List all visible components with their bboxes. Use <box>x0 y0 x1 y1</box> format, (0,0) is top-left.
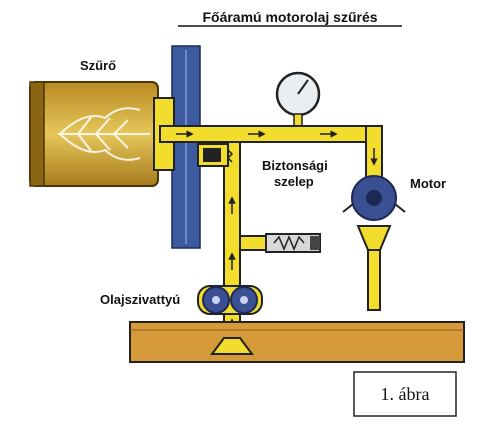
oil-pipes <box>159 125 383 343</box>
pressure-gauge <box>275 71 321 127</box>
motor-label: Motor <box>410 176 446 191</box>
oil-pump <box>197 285 263 315</box>
diagram-title: Főáramú motorolaj szűrés <box>202 9 377 25</box>
safety-valve-label-line2: szelep <box>274 174 314 189</box>
bypass-valve <box>197 143 234 167</box>
figure-label-box <box>353 371 457 417</box>
filter-label: Szűrő <box>80 58 116 73</box>
oil-pump-label: Olajszivattyú <box>100 292 180 307</box>
oil-sump <box>129 321 465 363</box>
motor <box>342 175 406 311</box>
safety-valve-label-line1: Biztonsági <box>262 158 328 173</box>
figure-label: 1. ábra <box>381 384 430 404</box>
oil-filter <box>29 81 175 187</box>
pressure-relief-valve <box>265 233 321 253</box>
